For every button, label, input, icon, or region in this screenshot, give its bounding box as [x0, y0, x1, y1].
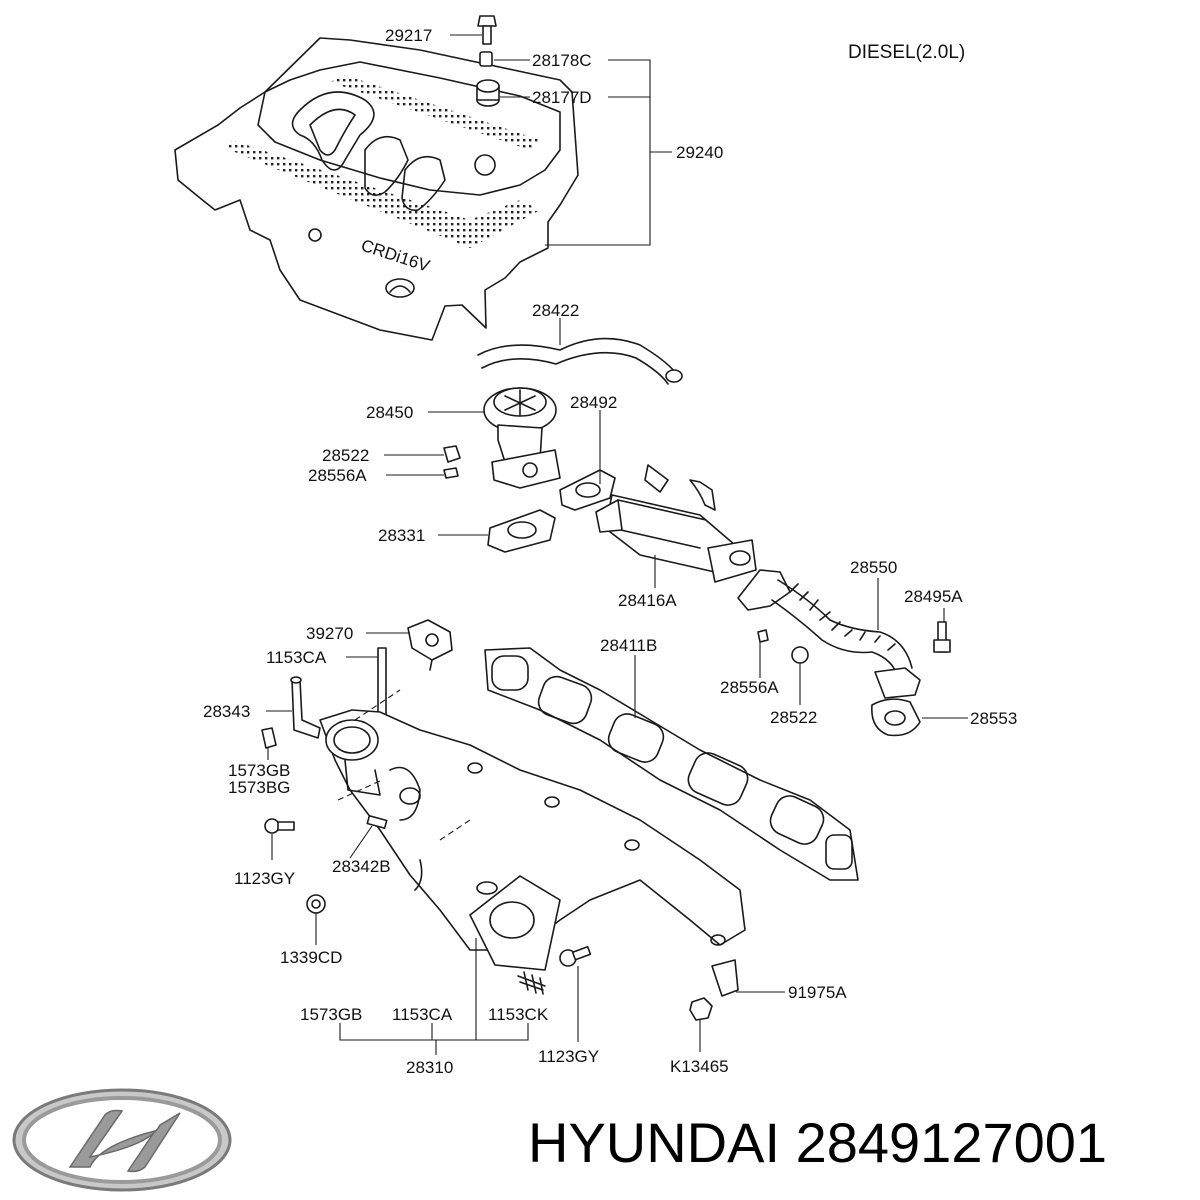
sensor-39270 [407, 619, 453, 671]
egr-cooler-28416A [595, 464, 757, 583]
pipe-28343 [290, 676, 321, 739]
part-labels: DIESEL(2.0L) 29217 28178C 28177D 29240 2… [203, 26, 1017, 1077]
label-1153CA-upper: 1153CA [266, 648, 327, 667]
footer-brand: HYUNDAI [528, 1111, 781, 1174]
label-28310: 28310 [406, 1058, 453, 1077]
label-1153CA-bottom: 1153CA [392, 1005, 453, 1024]
hyundai-logo-icon [12, 1088, 232, 1192]
bolt-29217 [477, 15, 497, 45]
label-28450: 28450 [366, 403, 413, 422]
exhaust-manifold-28310 [319, 689, 746, 971]
label-28343: 28343 [203, 702, 250, 721]
nut-28522a [443, 445, 461, 463]
bolt-1123GYa [264, 818, 295, 834]
leader-lines [266, 34, 968, 1055]
label-1123GY-left: 1123GY [234, 869, 295, 888]
bolt-1123GYb [559, 945, 592, 967]
variant-label: DIESEL(2.0L) [848, 42, 965, 63]
label-1153CK: 1153CK [488, 1005, 549, 1024]
label-28416A: 28416A [618, 591, 677, 610]
label-K13465: K13465 [670, 1057, 729, 1076]
label-28342B: 28342B [332, 857, 391, 876]
stud-1153CK [517, 971, 546, 995]
label-28422: 28422 [532, 301, 579, 320]
spacer-28178C [479, 51, 493, 67]
nut-28522b [791, 646, 809, 664]
footer-part-number: 2849127001 [795, 1111, 1108, 1174]
label-28522-lower: 28522 [770, 708, 817, 727]
label-28522-upper: 28522 [322, 446, 369, 465]
footer-part-title: HYUNDAI 2849127001 [528, 1108, 1188, 1178]
label-28178C: 28178C [532, 51, 592, 70]
label-28553: 28553 [970, 709, 1017, 728]
manifold-gasket-28411B [484, 647, 859, 881]
label-28556A-upper: 28556A [308, 466, 367, 485]
washer-28556Aa [443, 467, 459, 479]
label-29217: 29217 [385, 26, 432, 45]
stud-1153CA [377, 647, 387, 717]
label-28177D: 28177D [532, 88, 592, 107]
label-1339CD: 1339CD [280, 948, 342, 967]
gasket-28331 [487, 509, 556, 553]
label-1573GB-left: 1573GB [228, 761, 290, 780]
egr-pipe-28550 [737, 569, 951, 699]
label-1573BG: 1573BG [228, 778, 290, 797]
grommet-28177D [476, 79, 500, 107]
label-28550: 28550 [850, 558, 897, 577]
plug-1573GB [261, 727, 277, 749]
hose-28422 [477, 337, 683, 385]
egr-valve-28450 [483, 387, 561, 489]
label-29240: 29240 [676, 143, 723, 162]
label-28492: 28492 [570, 393, 617, 412]
nut-K13465 [689, 997, 713, 1021]
label-1123GY-bottom: 1123GY [538, 1047, 599, 1066]
washer-28556Ab [757, 629, 769, 643]
label-1573GB-bottom: 1573GB [300, 1005, 362, 1024]
label-28495A: 28495A [904, 587, 963, 606]
label-39270: 39270 [306, 624, 353, 643]
gasket-28492 [559, 469, 616, 511]
bracket-91975A [711, 959, 739, 997]
stud-28342B [366, 815, 388, 829]
label-91975A: 91975A [788, 983, 847, 1002]
label-28331: 28331 [378, 526, 425, 545]
label-28411B: 28411B [600, 636, 657, 655]
engine-cover-29240: CRDi16V [174, 37, 579, 341]
label-28556A-lower: 28556A [720, 678, 779, 697]
gasket-28553 [871, 698, 921, 737]
nut-1339CD [306, 894, 326, 914]
